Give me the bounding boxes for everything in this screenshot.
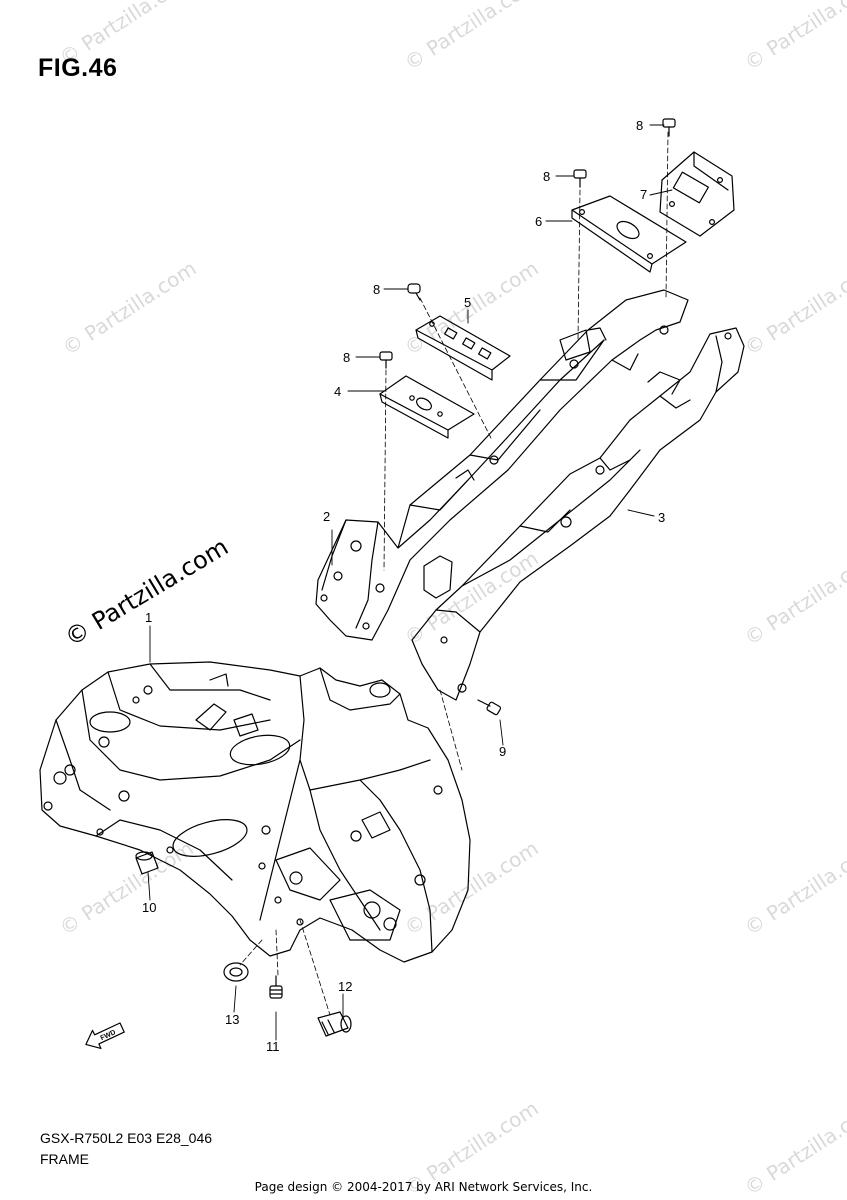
callout-11: 11 — [266, 1039, 280, 1054]
bolt — [573, 169, 587, 188]
callout-4: 4 — [334, 384, 342, 399]
part-6-plate — [571, 195, 687, 273]
part-12-bolt — [317, 1011, 352, 1037]
callout-9: 9 — [499, 744, 507, 759]
fwd-arrow-icon: FWD — [85, 1022, 125, 1050]
part-5-plate — [415, 315, 511, 381]
bolt — [407, 283, 421, 301]
assembly-guide-lines — [239, 131, 669, 1016]
callout-8b: 8 — [543, 169, 551, 184]
callout-8d: 8 — [343, 350, 351, 365]
bolt — [379, 351, 393, 369]
part-4-plate — [379, 375, 475, 439]
model-code: GSX-R750L2 E03 E28_046 — [40, 1130, 213, 1146]
part-3-rear-frame-right — [411, 327, 745, 701]
callout-5: 5 — [464, 295, 472, 310]
callout-2: 2 — [323, 509, 331, 524]
figure-title: FIG.46 — [38, 54, 118, 82]
callout-6: 6 — [535, 214, 543, 229]
part-7-bracket — [659, 151, 735, 237]
part-13-washer — [223, 962, 249, 982]
callout-13: 13 — [225, 1012, 240, 1027]
section-name: FRAME — [40, 1151, 89, 1167]
part-2-rear-frame-left — [315, 289, 689, 641]
part-11-bolt — [269, 975, 283, 999]
callout-10: 10 — [142, 900, 157, 915]
callout-12: 12 — [338, 979, 353, 994]
bolt — [662, 118, 676, 137]
callout-1: 1 — [145, 610, 153, 625]
part-8-bolts — [379, 118, 676, 369]
callout-7: 7 — [640, 187, 648, 202]
part-10-collar — [135, 851, 159, 875]
footer-copyright: Page design © 2004-2017 by ARI Network S… — [254, 1180, 593, 1194]
callout-3: 3 — [658, 510, 666, 525]
callout-8c: 8 — [373, 282, 381, 297]
leader-lines — [147, 124, 673, 1041]
part-9-bolt — [477, 699, 502, 716]
callout-8a: 8 — [636, 118, 644, 133]
part-1-main-frame — [39, 661, 471, 963]
